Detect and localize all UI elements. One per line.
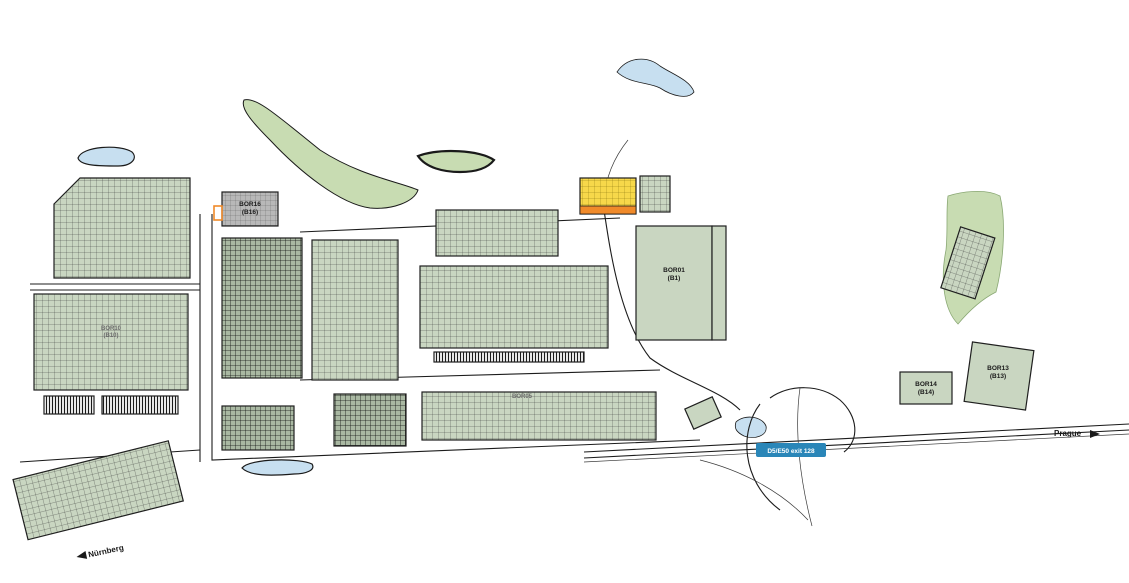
label-bor10: BOR10 (B10) [101, 326, 122, 339]
parking-central [433, 351, 585, 363]
lake-north [616, 58, 695, 97]
label-bor05: BOR05 [512, 394, 533, 400]
svg-text:Prague: Prague [1054, 429, 1082, 438]
building-sw[interactable] [12, 440, 185, 541]
building-north-mid[interactable] [435, 209, 559, 257]
direction-prague: Prague [1054, 429, 1100, 438]
direction-nurnberg: Nürnberg [76, 543, 125, 559]
highway-exit-badge[interactable]: D5/E50 exit 128 [756, 443, 826, 457]
svg-text:(B14): (B14) [918, 389, 934, 396]
label-bor14: BOR14 (B14) [915, 381, 937, 396]
svg-text:BOR13: BOR13 [987, 365, 1009, 372]
svg-text:(B1): (B1) [668, 275, 681, 282]
green-arc [416, 149, 496, 174]
building-central-2[interactable] [419, 265, 609, 349]
pond-northwest [77, 146, 135, 167]
svg-text:(B10): (B10) [103, 333, 118, 339]
building-bor10[interactable] [33, 293, 189, 391]
parking-west-b [101, 395, 179, 415]
building-bor14[interactable] [899, 371, 953, 405]
svg-text:D5/E50 exit 128: D5/E50 exit 128 [767, 448, 815, 455]
yellow-orange-border [579, 205, 637, 215]
label-bor01: BOR01 (B1) [663, 267, 685, 282]
building-south-2[interactable] [333, 393, 407, 447]
building-yellow-annex [639, 175, 671, 213]
green-crescent [242, 99, 419, 209]
building-nw[interactable] [53, 177, 191, 279]
svg-text:BOR14: BOR14 [915, 381, 937, 388]
bor16-orange-marker [213, 205, 223, 221]
arrow-right-icon [1090, 430, 1100, 438]
building-bor01[interactable] [635, 225, 713, 341]
svg-text:BOR10: BOR10 [101, 326, 122, 332]
label-bor16: BOR16 (B16) [239, 201, 261, 216]
svg-text:(B16): (B16) [242, 209, 258, 216]
arrow-left-icon [76, 550, 88, 559]
building-east-green[interactable] [940, 226, 996, 300]
svg-text:BOR16: BOR16 [239, 201, 261, 208]
building-bor05[interactable] [421, 391, 657, 441]
pond-south [241, 459, 314, 476]
label-bor13: BOR13 (B13) [987, 365, 1009, 380]
svg-text:BOR01: BOR01 [663, 267, 685, 274]
svg-text:(B13): (B13) [990, 373, 1006, 380]
svg-text:BOR05: BOR05 [512, 394, 533, 400]
bor01-annex [711, 225, 727, 341]
building-small-exit[interactable] [684, 396, 722, 430]
building-bor13[interactable] [963, 341, 1035, 411]
building-dark-center[interactable] [221, 237, 303, 379]
parking-west-a [43, 395, 95, 415]
svg-text:Nürnberg: Nürnberg [87, 543, 124, 559]
building-south-1[interactable] [221, 405, 295, 451]
building-central-1[interactable] [311, 239, 399, 381]
